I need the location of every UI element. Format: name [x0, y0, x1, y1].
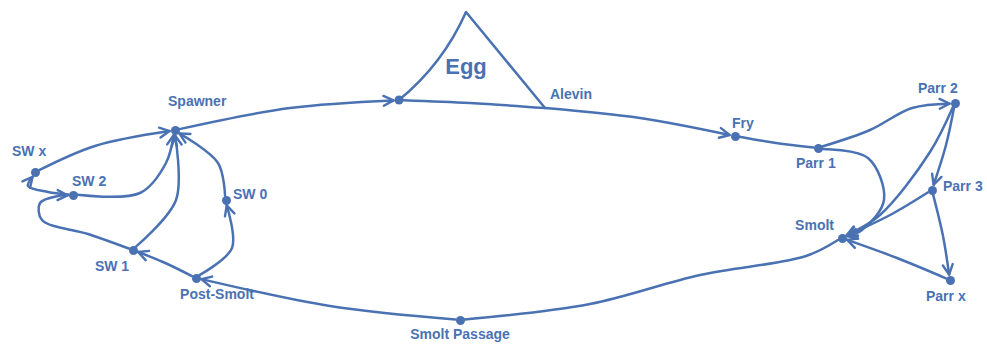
life-arrow — [739, 137, 813, 148]
stage-label: Fry — [732, 115, 754, 131]
fin-line — [399, 12, 545, 108]
fin-shape: Egg — [399, 12, 545, 108]
life-arrow — [847, 192, 928, 235]
stage-dot: Parr 1 — [814, 144, 823, 153]
stage-dot: Post-Smolt — [192, 274, 201, 283]
life-arrow — [39, 131, 169, 170]
stage-dot: SW 1 — [129, 246, 138, 255]
stage-label: SW 0 — [233, 186, 267, 202]
life-arrow — [28, 177, 69, 195]
stage-dot: Alevin — [541, 104, 550, 113]
stage-dot: Parr 2 — [951, 99, 960, 108]
stage-label: Parr 2 — [918, 80, 958, 96]
life-arrow — [545, 108, 730, 135]
life-arrow — [933, 194, 949, 274]
stage-dot: SW 0 — [222, 196, 231, 205]
life-arrow — [822, 104, 949, 147]
stage-label: Parr x — [926, 288, 966, 304]
stage-dot: Spawner — [171, 126, 180, 135]
stage-label: Parr 1 — [796, 155, 836, 171]
stage-title: Egg — [445, 54, 487, 79]
stage-label: Alevin — [550, 86, 592, 102]
stage-dot: Parr 3 — [928, 186, 937, 195]
life-arrow — [847, 240, 946, 278]
stage-dot: SW 2 — [69, 191, 78, 200]
stage-dot: Parr x — [946, 276, 955, 285]
life-arrow — [847, 107, 953, 235]
life-arrow — [179, 133, 225, 195]
stage-dot: SW x — [31, 168, 40, 177]
stage-dot: Smolt Passage — [456, 316, 465, 325]
life-arrow — [39, 195, 129, 248]
life-arrow — [199, 205, 233, 275]
stage-label: Post-Smolt — [180, 286, 254, 302]
stage-dot: Smolt — [838, 234, 847, 243]
life-arrow — [934, 107, 954, 184]
stage-label: Smolt — [795, 217, 834, 233]
stage-label: Spawner — [168, 93, 226, 109]
stage-dot: Fry — [731, 132, 740, 141]
stage-label: Smolt Passage — [410, 326, 510, 342]
stage-dot — [395, 96, 404, 105]
stage-label: SW x — [12, 143, 46, 159]
life-arrow — [403, 100, 545, 108]
stage-label: SW 2 — [72, 173, 106, 189]
stage-label: SW 1 — [95, 258, 129, 274]
life-arrow — [464, 240, 838, 319]
stage-label: Parr 3 — [943, 178, 983, 194]
life-arrow — [138, 252, 192, 276]
